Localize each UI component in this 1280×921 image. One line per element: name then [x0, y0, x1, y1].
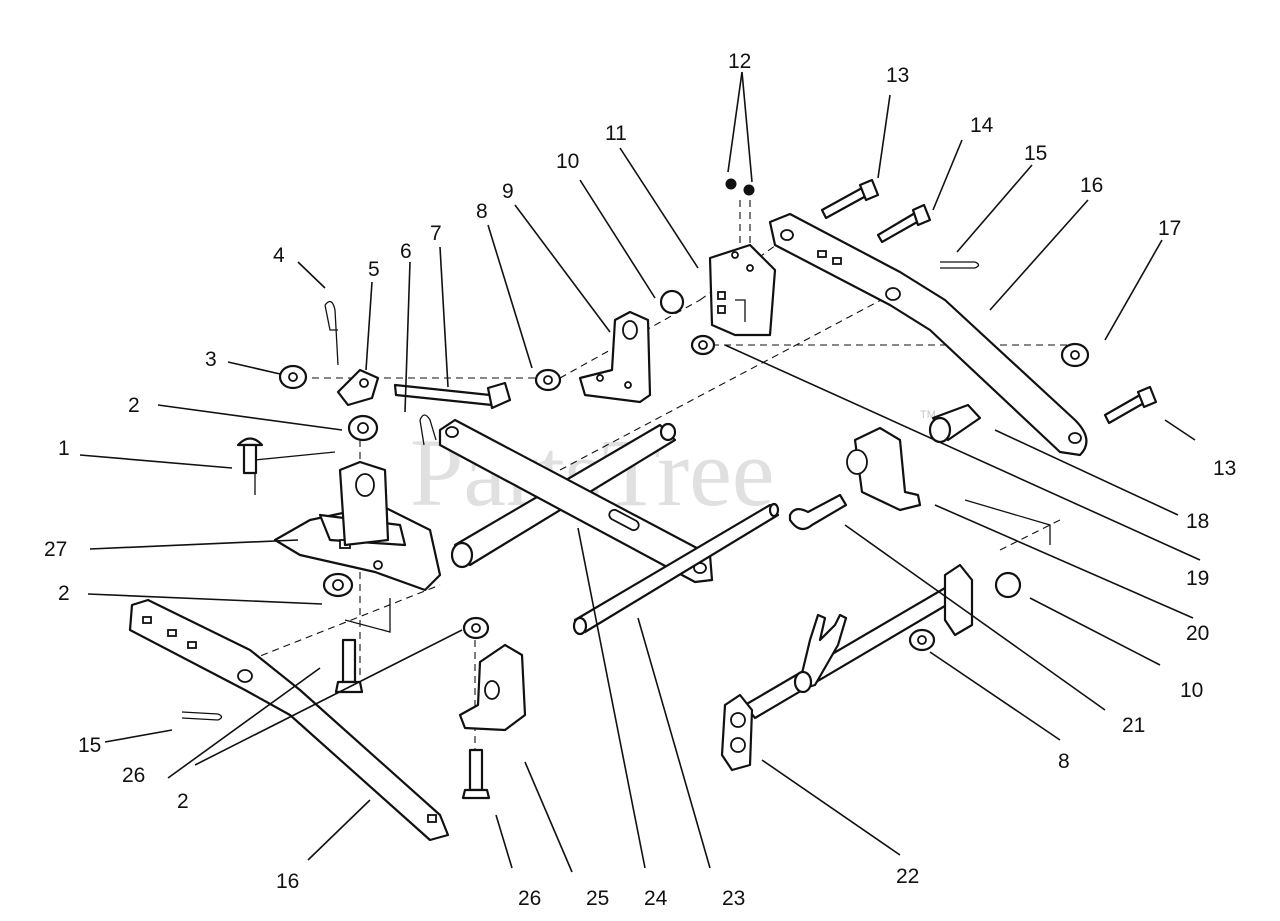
- yoke-shaft: [720, 563, 974, 772]
- callout-19: 19: [1186, 567, 1209, 590]
- callout-11: 11: [605, 122, 627, 145]
- callout-26: 26: [122, 764, 145, 787]
- l-bracket-left: [578, 310, 652, 404]
- callout-2: 2: [177, 790, 189, 813]
- callout-13: 13: [886, 64, 909, 87]
- callout-2: 2: [58, 582, 70, 605]
- clevis-bracket: [338, 460, 390, 547]
- leader-lines: [79, 71, 1201, 873]
- callout-22: 22: [896, 865, 919, 888]
- callout-24: 24: [644, 887, 668, 910]
- callout-8: 8: [1058, 750, 1070, 773]
- callout-6: 6: [400, 240, 412, 263]
- spacer-tube: [928, 403, 982, 444]
- callout-21: 21: [1122, 714, 1145, 737]
- callout-18: 18: [1186, 510, 1209, 533]
- hardware: [181, 178, 1158, 800]
- callout-23: 23: [722, 887, 745, 910]
- callout-15: 15: [78, 734, 101, 757]
- pivot-bracket: [846, 426, 922, 512]
- callout-7: 7: [430, 222, 442, 245]
- callout-5: 5: [368, 258, 380, 281]
- callout-10: 10: [556, 150, 579, 173]
- callout-4: 4: [273, 244, 285, 267]
- callout-20: 20: [1186, 622, 1209, 645]
- callout-14: 14: [970, 114, 994, 137]
- lift-arm-right: [768, 212, 1088, 457]
- callout-labels: 1 2 2 2 3 4 5 6 7 8 8 9 10 10 11 12 13 1…: [44, 50, 1236, 910]
- callout-16: 16: [1080, 174, 1103, 197]
- callout-25: 25: [586, 887, 609, 910]
- callout-10: 10: [1180, 679, 1203, 702]
- lift-arm-left: [128, 598, 450, 842]
- callout-12: 12: [728, 50, 751, 73]
- callout-8: 8: [476, 200, 488, 223]
- callout-3: 3: [205, 348, 217, 371]
- callout-13: 13: [1213, 457, 1236, 480]
- callout-26: 26: [518, 887, 541, 910]
- callout-17: 17: [1158, 217, 1181, 240]
- link-bar: [438, 418, 714, 584]
- long-pin: [572, 502, 780, 636]
- l-bracket-lower: [458, 643, 527, 732]
- callout-2: 2: [128, 394, 140, 417]
- callout-27: 27: [44, 538, 67, 561]
- mount-plate: [273, 503, 442, 592]
- callout-9: 9: [502, 180, 514, 203]
- callout-1: 1: [58, 437, 70, 460]
- callout-15: 15: [1024, 142, 1047, 165]
- callout-16: 16: [276, 870, 299, 893]
- upper-bracket: [708, 243, 777, 337]
